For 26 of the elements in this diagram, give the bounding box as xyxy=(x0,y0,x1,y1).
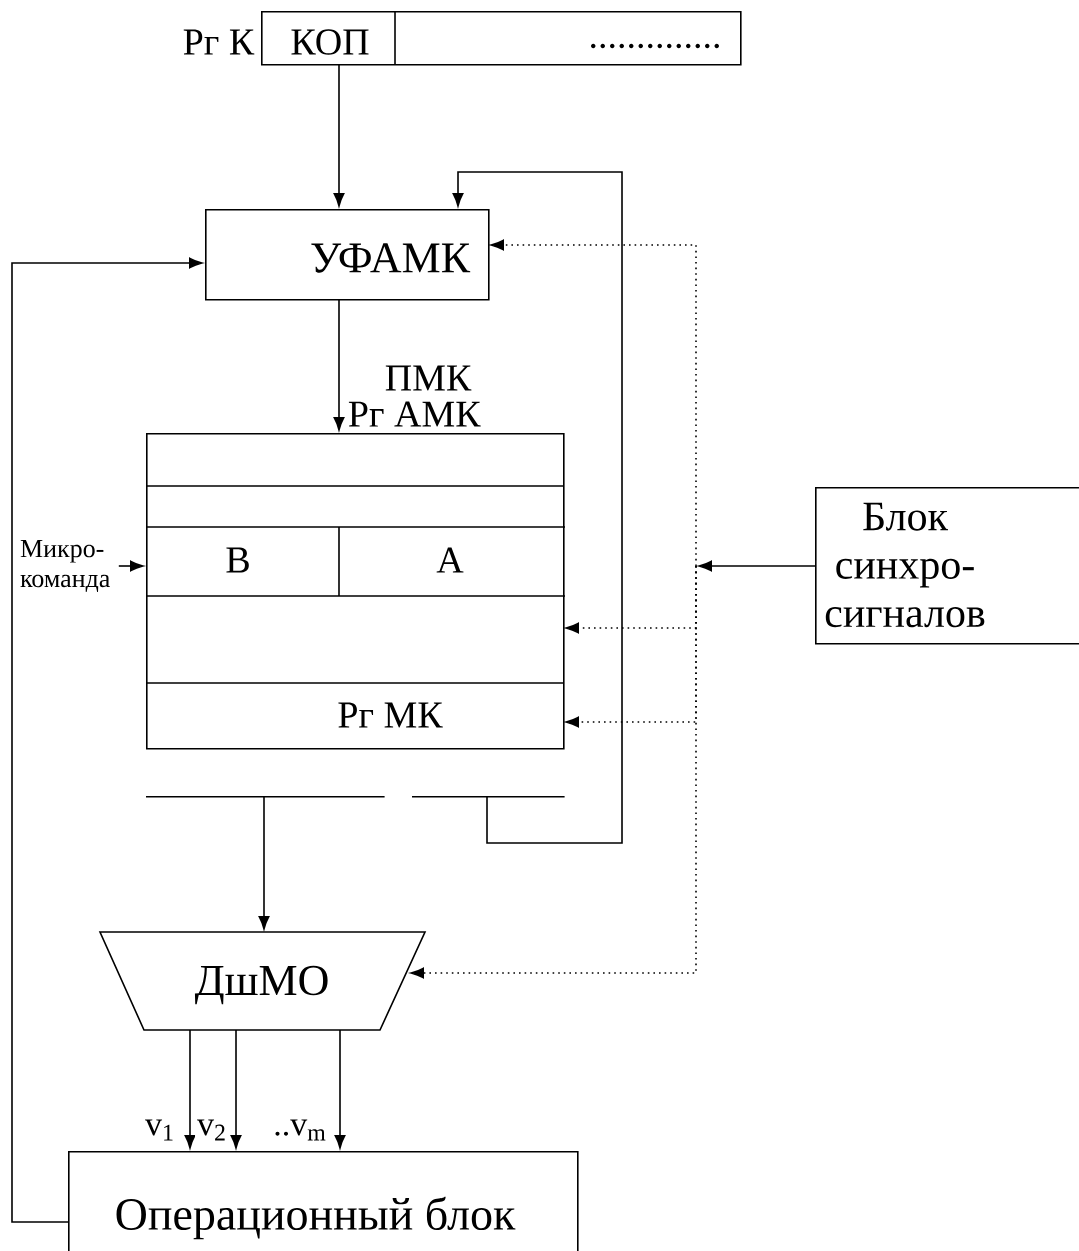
arrow xyxy=(334,1029,346,1149)
node-label: Рг АМК xyxy=(348,401,481,427)
bus-line xyxy=(145,796,386,798)
node-label: Рг К xyxy=(183,29,255,55)
edge-label: ..v$_{m}$ xyxy=(271,1117,329,1143)
register-drawing: Рг АМК В А Рг МК xyxy=(145,401,566,750)
arrow xyxy=(698,560,816,572)
arrow xyxy=(410,565,697,979)
arrow xyxy=(230,1029,242,1149)
arrow xyxy=(118,560,144,572)
arrow xyxy=(452,171,623,844)
arrow xyxy=(333,298,345,431)
edge-label: v$_{1}$ xyxy=(143,1117,177,1143)
arrow xyxy=(490,239,697,567)
arrow xyxy=(11,257,203,1223)
edge-label: ПМК xyxy=(382,363,474,393)
register-box: Рг К КОП .............. xyxy=(183,10,742,66)
edge-label: v$_{2}$ xyxy=(195,1117,229,1143)
process-box: Блок синхро- сигналов xyxy=(815,487,1079,645)
arrow xyxy=(184,1029,196,1149)
arrow xyxy=(258,795,270,930)
process-box: Операционный блок xyxy=(68,1151,579,1251)
process-box: УФАМК xyxy=(205,209,490,301)
bus-line xyxy=(411,796,566,798)
annotation-text: Микро- команда xyxy=(20,540,110,592)
arrow xyxy=(333,63,345,207)
